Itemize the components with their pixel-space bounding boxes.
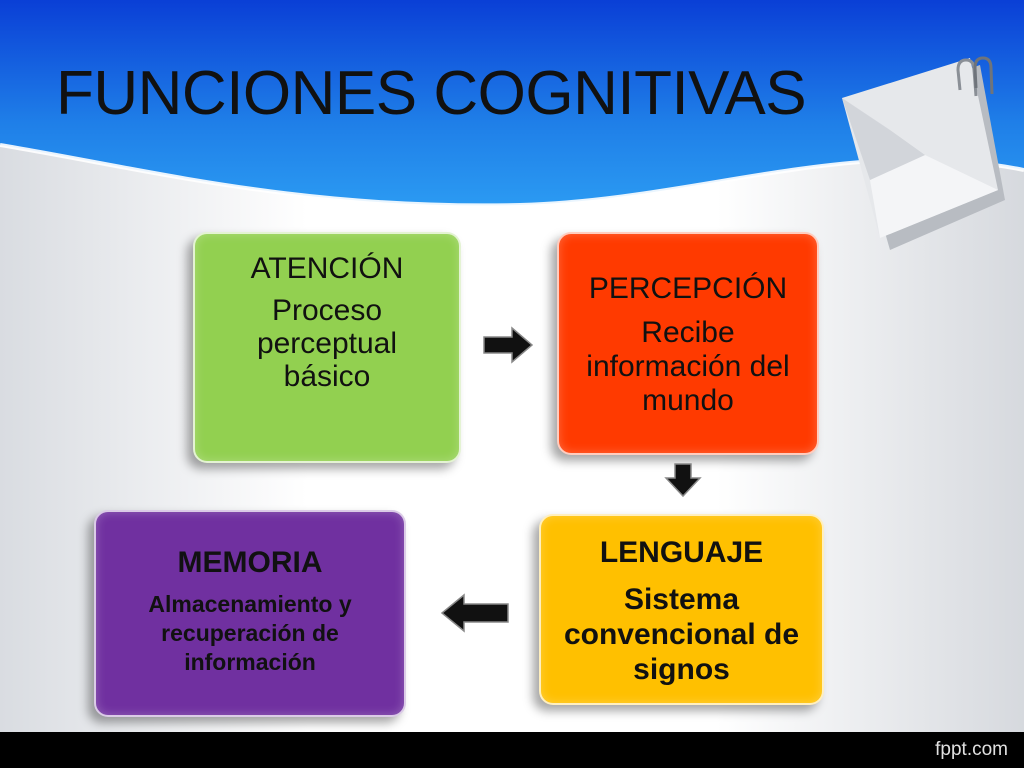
node-atencion-description: Proceso perceptual básico	[256, 294, 398, 393]
node-lenguaje: LENGUAJE Sistema convencional de signos	[539, 514, 824, 705]
arrow-left-icon	[440, 593, 509, 633]
node-percepcion: PERCEPCIÓN Recibe información del mundo	[557, 232, 819, 455]
arrow-right-icon	[483, 326, 534, 364]
node-lenguaje-description: Sistema convencional de signos	[563, 583, 800, 686]
node-memoria: MEMORIA Almacenamiento y recuperación de…	[94, 510, 406, 717]
footer-bar: fppt.com	[0, 732, 1024, 768]
node-memoria-description: Almacenamiento y recuperación de informa…	[148, 591, 352, 675]
node-memoria-heading: MEMORIA	[177, 546, 323, 579]
node-atencion: ATENCIÓN Proceso perceptual básico	[193, 232, 461, 463]
node-atencion-heading: ATENCIÓN	[250, 252, 404, 285]
paper-clip-note-icon	[842, 56, 1005, 250]
node-lenguaje-heading: LENGUAJE	[599, 536, 764, 569]
slide-title: FUNCIONES COGNITIVAS	[56, 59, 807, 128]
arrow-down-icon	[664, 463, 702, 498]
node-percepcion-heading: PERCEPCIÓN	[588, 272, 788, 305]
footer-brand: fppt.com	[935, 739, 1008, 760]
node-percepcion-description: Recibe información del mundo	[586, 316, 790, 417]
